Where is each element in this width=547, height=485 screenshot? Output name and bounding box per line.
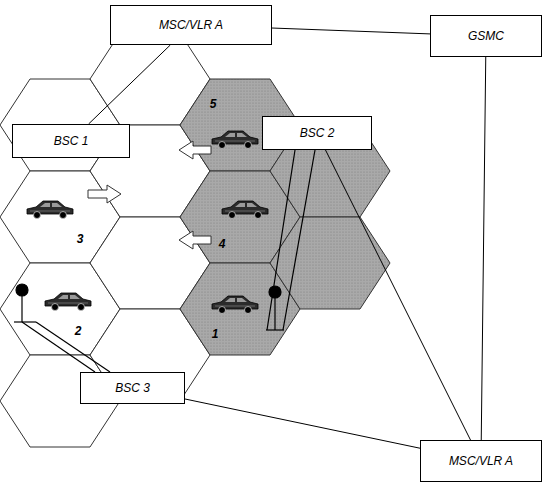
handover-arrow (179, 141, 211, 159)
box-label: MSC/VLR A (159, 18, 223, 32)
handover-arrow (88, 185, 121, 203)
white-cells (0, 33, 210, 447)
antenna-foot (266, 329, 284, 330)
network-box: BSC 1 (12, 124, 130, 158)
antenna-symbol (269, 286, 281, 298)
antenna-symbol (16, 284, 28, 296)
antennas (14, 150, 315, 372)
network-box: BSC 2 (262, 116, 372, 150)
callout-number: 1 (212, 328, 219, 341)
leader-line (283, 150, 315, 330)
box-label: MSC/VLR A (449, 454, 513, 468)
network-box: GSMC (430, 15, 542, 57)
handover-arrow (179, 231, 211, 249)
network-link (326, 150, 471, 440)
leader-line (267, 150, 295, 330)
shaded-hexagon (270, 217, 390, 309)
cars (27, 131, 268, 314)
antenna-mast (274, 294, 275, 330)
car-icon (27, 201, 73, 219)
car-icon (45, 293, 91, 311)
callout-number: 3 (77, 233, 84, 246)
box-label: BSC 3 (115, 381, 150, 395)
car-icon (212, 296, 258, 314)
car-icon (212, 131, 258, 149)
leader-line (22, 322, 95, 372)
leader-line (36, 322, 110, 372)
box-label: BSC 2 (300, 126, 335, 140)
box-label: GSMC (468, 29, 504, 43)
network-box: MSC/VLR A (110, 5, 272, 45)
callout-number: 5 (210, 98, 217, 111)
antenna-foot (14, 321, 36, 322)
network-link (89, 45, 171, 124)
box-label: BSC 1 (54, 134, 89, 148)
network-link (185, 399, 420, 448)
car-icon (222, 201, 268, 219)
callout-number: 4 (219, 238, 226, 251)
network-link (272, 28, 430, 34)
network-box: MSC/VLR A (420, 440, 542, 482)
callout-number: 2 (75, 325, 82, 338)
network-link (481, 57, 486, 440)
network-box: BSC 3 (80, 372, 185, 404)
